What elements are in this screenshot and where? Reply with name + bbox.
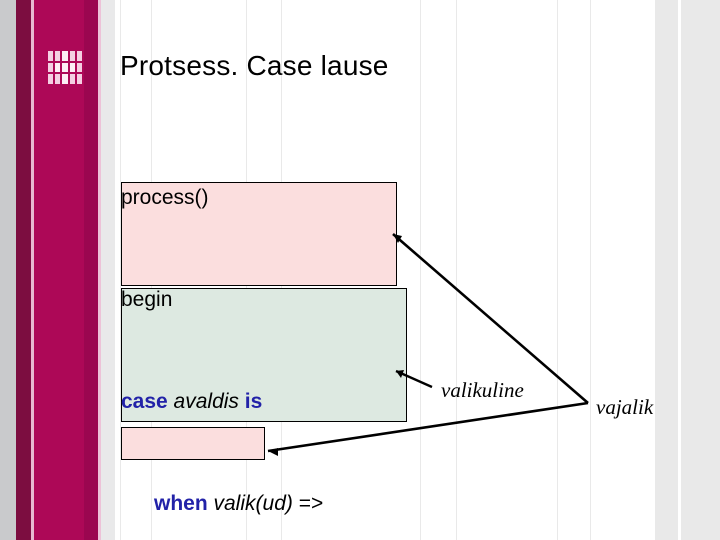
background-gridline (456, 0, 457, 540)
logo-cell (69, 74, 75, 84)
annotation-valikuline: valikuline (441, 378, 524, 402)
logo-cell (76, 51, 82, 61)
background-gridline (677, 0, 678, 540)
background-gridline (590, 0, 591, 540)
logo-cell (69, 51, 75, 61)
code-identifier: valik(ud) (207, 492, 299, 515)
background-gridline (420, 0, 421, 540)
code-token: process() (121, 186, 209, 209)
logo-cell (48, 51, 54, 61)
background-gridline (120, 0, 121, 540)
code-operator: => (298, 492, 324, 515)
page-title: Protsess. Case lause (120, 50, 389, 81)
highlight-box-case-header (121, 182, 397, 286)
sidebar-band-highlight (31, 0, 34, 540)
code-keyword: when (154, 492, 208, 515)
logo-cell (69, 62, 75, 73)
sidebar-band-edge (98, 0, 101, 540)
background-gridline (557, 0, 558, 540)
sidebar-band-dark (16, 0, 31, 540)
highlight-box-when-branches (121, 288, 407, 422)
logo-cell (62, 62, 68, 73)
logo-cell (55, 62, 61, 73)
logo-cell (76, 74, 82, 84)
code-line-process: process() (121, 181, 380, 215)
logo-cell (48, 62, 54, 73)
sidebar-band-gray (0, 0, 16, 540)
code-keyword: is (244, 390, 263, 413)
code-token: begin (121, 288, 173, 311)
sidebar-band-main-shade (84, 0, 98, 540)
logo-cell (55, 74, 61, 84)
sidebar-band-pale (101, 0, 115, 540)
logo-cell (48, 74, 54, 84)
background-panel-right-1 (655, 0, 677, 540)
code-line-begin: begin (121, 283, 380, 317)
grid-bars-logo-icon (48, 51, 82, 84)
logo-cell (76, 62, 82, 73)
logo-cell (62, 51, 68, 61)
annotation-vajalik: vajalik (596, 395, 654, 419)
highlight-box-end-case (121, 427, 265, 460)
code-block: process() begin case avaldis is when val… (121, 113, 380, 540)
code-line-when-1: when valik(ud) => (121, 487, 380, 521)
background-panel-right-2 (681, 0, 720, 540)
logo-cell (55, 51, 61, 61)
code-line-case: case avaldis is (121, 385, 380, 419)
code-keyword: case (121, 390, 168, 413)
code-identifier: avaldis (167, 390, 245, 413)
logo-cell (62, 74, 68, 84)
